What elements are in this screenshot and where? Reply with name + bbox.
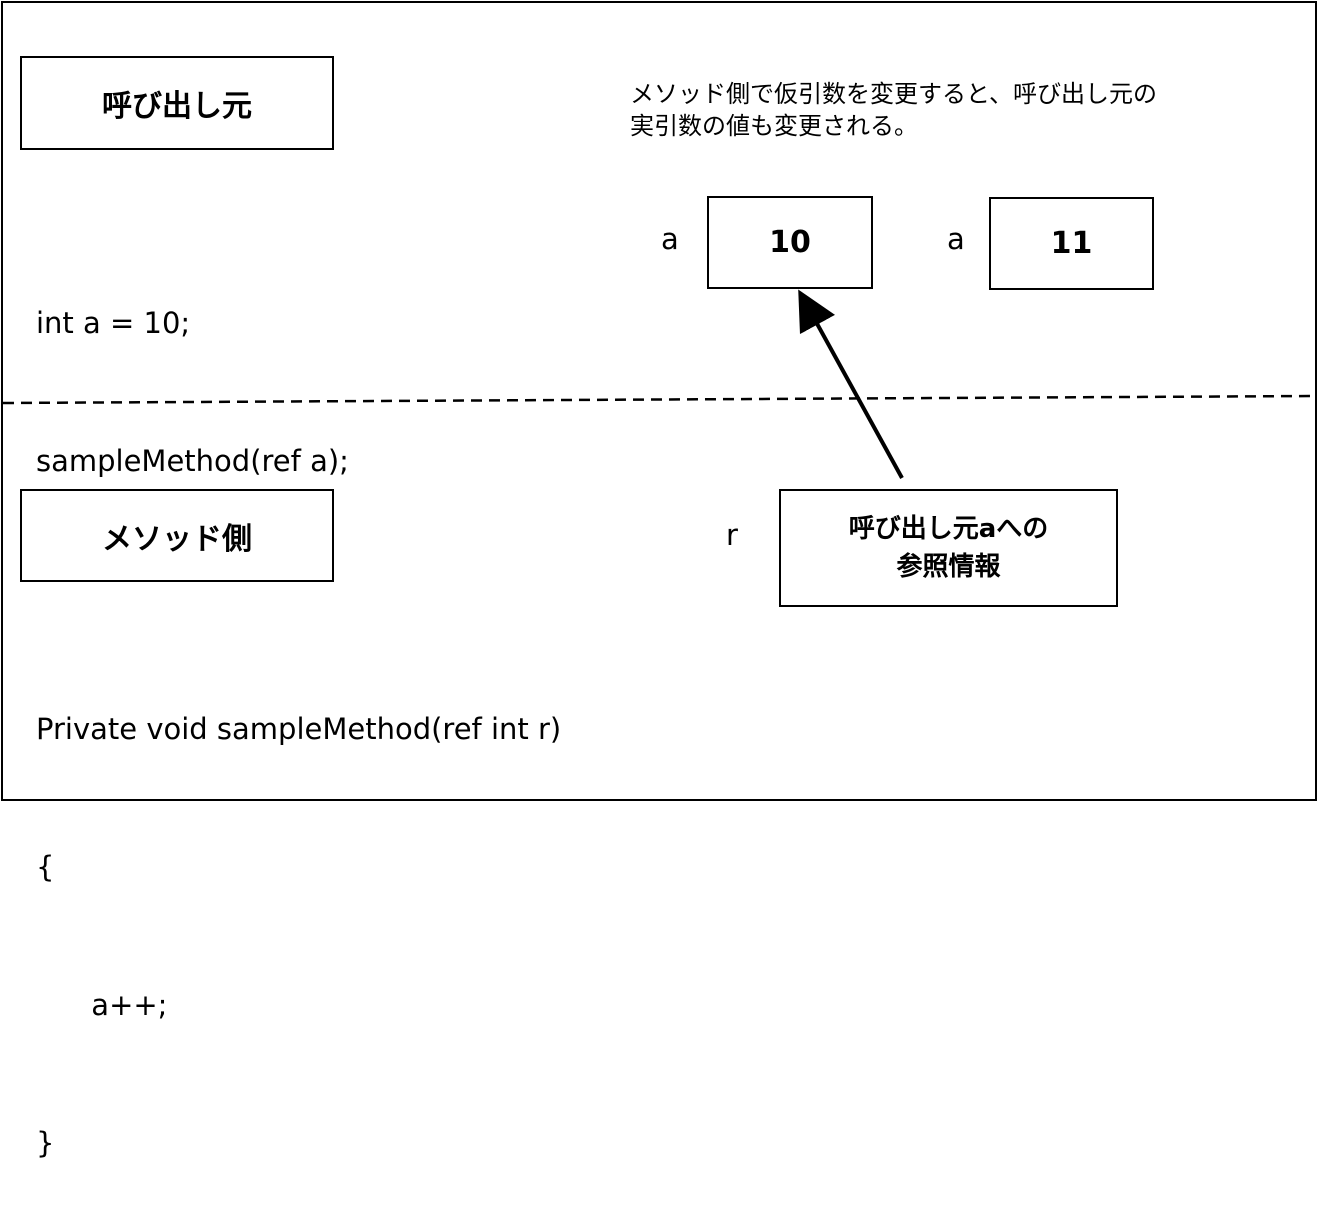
note-line-2: 実引数の値も変更される。 <box>630 112 918 140</box>
variable-a-after-box: 11 <box>989 197 1154 290</box>
method-code-line: Private void sampleMethod(ref int r) <box>36 712 562 746</box>
explanation-note: メソッド側で仮引数を変更すると、呼び出し元の 実引数の値も変更される。 <box>630 78 1157 142</box>
reference-info-box: 呼び出し元aへの 参照情報 <box>779 489 1118 607</box>
variable-a-after-label: a <box>947 222 965 256</box>
variable-a-before-value: 10 <box>769 225 811 260</box>
caller-code-line: sampleMethod(ref a); <box>36 444 349 478</box>
reference-info-line-2: 参照情報 <box>896 552 1001 582</box>
method-code: Private void sampleMethod(ref int r) { a… <box>36 614 561 1212</box>
reference-arrow <box>798 289 904 479</box>
method-code-line: { <box>36 850 55 884</box>
method-title-box: メソッド側 <box>20 489 334 582</box>
diagram-lines <box>2 289 1317 479</box>
diagram-frame <box>1 1 1317 801</box>
caller-title: 呼び出し元 <box>102 89 252 124</box>
note-line-1: メソッド側で仮引数を変更すると、呼び出し元の <box>630 80 1158 108</box>
caller-code-line: int a = 10; <box>36 306 191 340</box>
variable-a-before-label: a <box>661 222 679 256</box>
variable-a-before-box: 10 <box>707 196 873 289</box>
variable-r-label: r <box>726 518 738 552</box>
variable-a-after-value: 11 <box>1050 226 1093 261</box>
method-title: メソッド側 <box>102 521 252 557</box>
section-divider <box>2 394 1317 405</box>
caller-title-box: 呼び出し元 <box>20 56 334 150</box>
caller-code: int a = 10; sampleMethod(ref a); <box>36 208 349 530</box>
method-code-line: } <box>36 1126 55 1160</box>
reference-info-line-1: 呼び出し元aへの <box>848 514 1049 544</box>
method-code-line: a++; <box>36 988 168 1022</box>
